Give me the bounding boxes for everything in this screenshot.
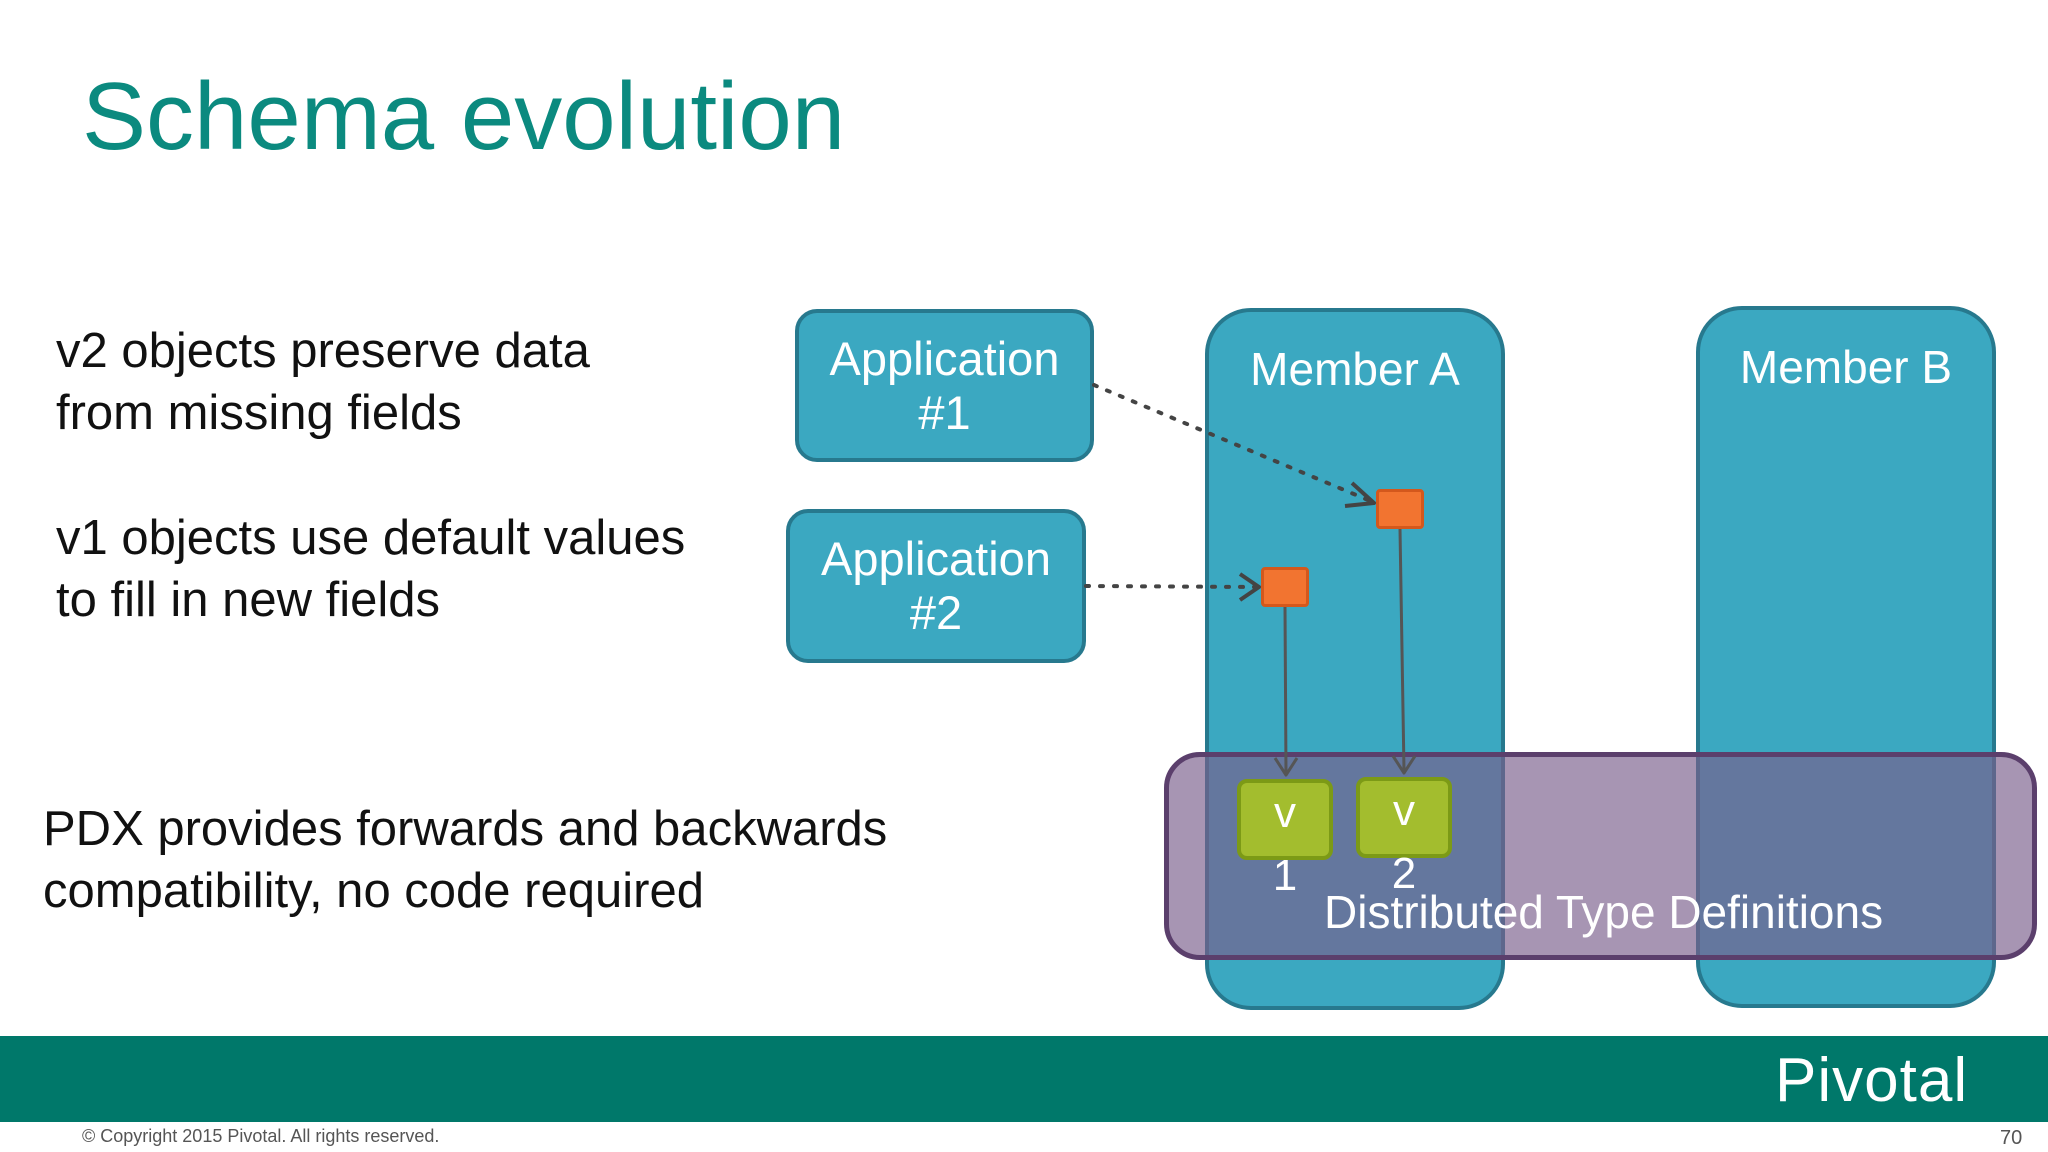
version-1-box: v (1237, 779, 1333, 860)
version-2-box: v (1356, 777, 1452, 858)
object-v1-marker (1261, 567, 1309, 607)
application-1-box: Application #1 (795, 309, 1094, 462)
object-v1-to-version-1-arrow (1273, 606, 1299, 777)
distributed-type-definitions-label: Distributed Type Definitions (1324, 886, 1884, 938)
application-2-label: Application (821, 532, 1051, 585)
bullet-v2-objects: v2 objects preserve data from missing fi… (56, 320, 590, 444)
application-1-label: Application (829, 331, 1060, 385)
page-number: 70 (2000, 1127, 2023, 1149)
copyright-notice: © Copyright 2015 Pivotal. All rights res… (82, 1126, 440, 1146)
app1-to-object-arrow (1092, 383, 1376, 508)
bullet-line: v2 objects preserve data (56, 324, 590, 378)
application-2-number: #2 (909, 586, 963, 639)
app2-to-object-arrow (1084, 572, 1261, 602)
bullet-line: PDX provides forwards and backwards (43, 802, 888, 856)
object-v2-marker (1376, 489, 1424, 529)
slide-title: Schema evolution (82, 63, 846, 170)
version-2-letter: v (1393, 786, 1415, 835)
application-2-box: Application #2 (786, 509, 1086, 663)
bullet-line: from missing fields (56, 386, 462, 440)
pivotal-logo: Pivotal (1775, 1046, 1969, 1115)
version-2-number: 2 (1391, 849, 1417, 898)
bullet-line: v1 objects use default values (56, 511, 686, 565)
bullet-line: to fill in new fields (56, 573, 441, 627)
object-v2-to-version-2-arrow (1391, 528, 1417, 775)
version-1-number: 1 (1272, 851, 1298, 900)
application-1-number: #1 (918, 385, 971, 439)
bullet-pdx: PDX provides forwards and backwards comp… (43, 798, 887, 922)
bullet-line: compatibility, no code required (43, 864, 704, 918)
member-a-label: Member A (1250, 343, 1460, 395)
version-1-letter: v (1274, 788, 1296, 837)
footer-band (0, 1036, 2048, 1122)
member-b-label: Member B (1739, 341, 1953, 393)
bullet-v1-objects: v1 objects use default values to fill in… (56, 507, 685, 631)
